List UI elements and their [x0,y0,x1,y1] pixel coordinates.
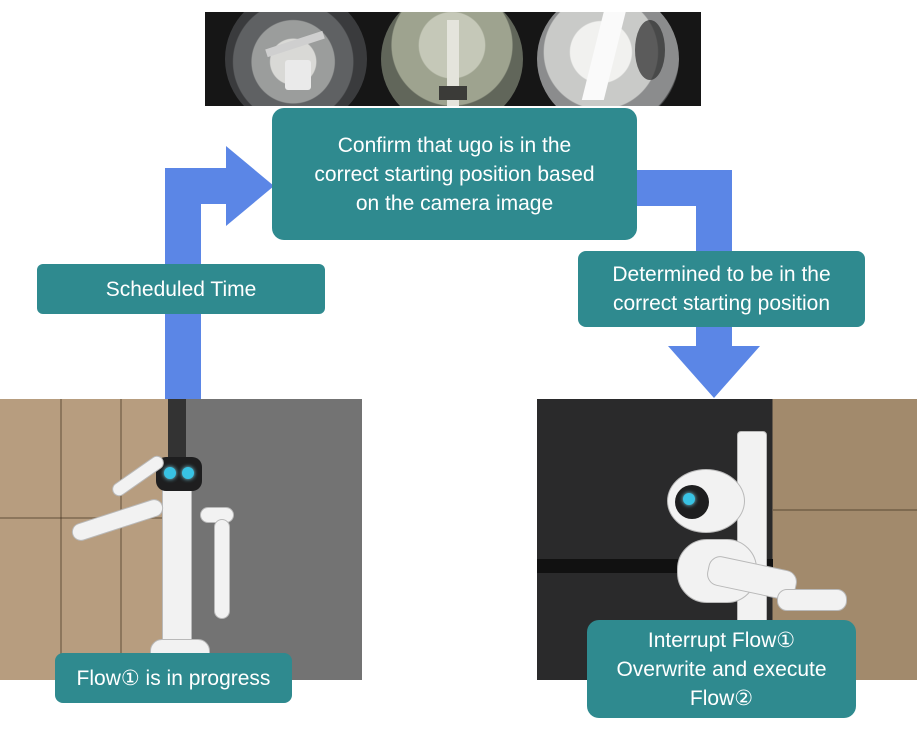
fisheye-view-3 [537,12,679,106]
robot-photo-flow1 [0,399,362,680]
interrupt-line-2: Overwrite and execute [616,657,827,681]
interrupt-flow-box: Interrupt Flow① Overwrite and execute Fl… [587,620,856,718]
flow1-progress-label: Flow① is in progress [76,666,271,690]
scheduled-time-label: Scheduled Time [105,277,257,301]
determined-line-2: correct starting position [612,292,831,315]
confirm-line-2: correct starting position based [314,162,595,186]
fisheye-view-2 [381,12,523,106]
arrow-right-shaft [165,168,235,204]
arrow-down-head [668,346,760,398]
camera-image-strip [205,12,701,106]
interrupt-line-1: Interrupt Flow① [647,628,796,652]
confirm-line-3: on the camera image [355,191,554,215]
arrow-down-shaft-upper [696,170,732,254]
confirm-position-box: Confirm that ugo is in the correct start… [272,108,637,240]
determined-line-1: Determined to be in the [612,263,831,286]
scheduled-time-box: Scheduled Time [37,264,325,314]
interrupt-line-3: Flow② [689,686,754,710]
arrow-right-head [226,146,274,226]
flow1-progress-box: Flow① is in progress [55,653,292,703]
confirm-line-1: Confirm that ugo is in the [337,133,572,157]
determined-position-box: Determined to be in the correct starting… [578,251,865,327]
fisheye-view-1 [225,12,367,106]
